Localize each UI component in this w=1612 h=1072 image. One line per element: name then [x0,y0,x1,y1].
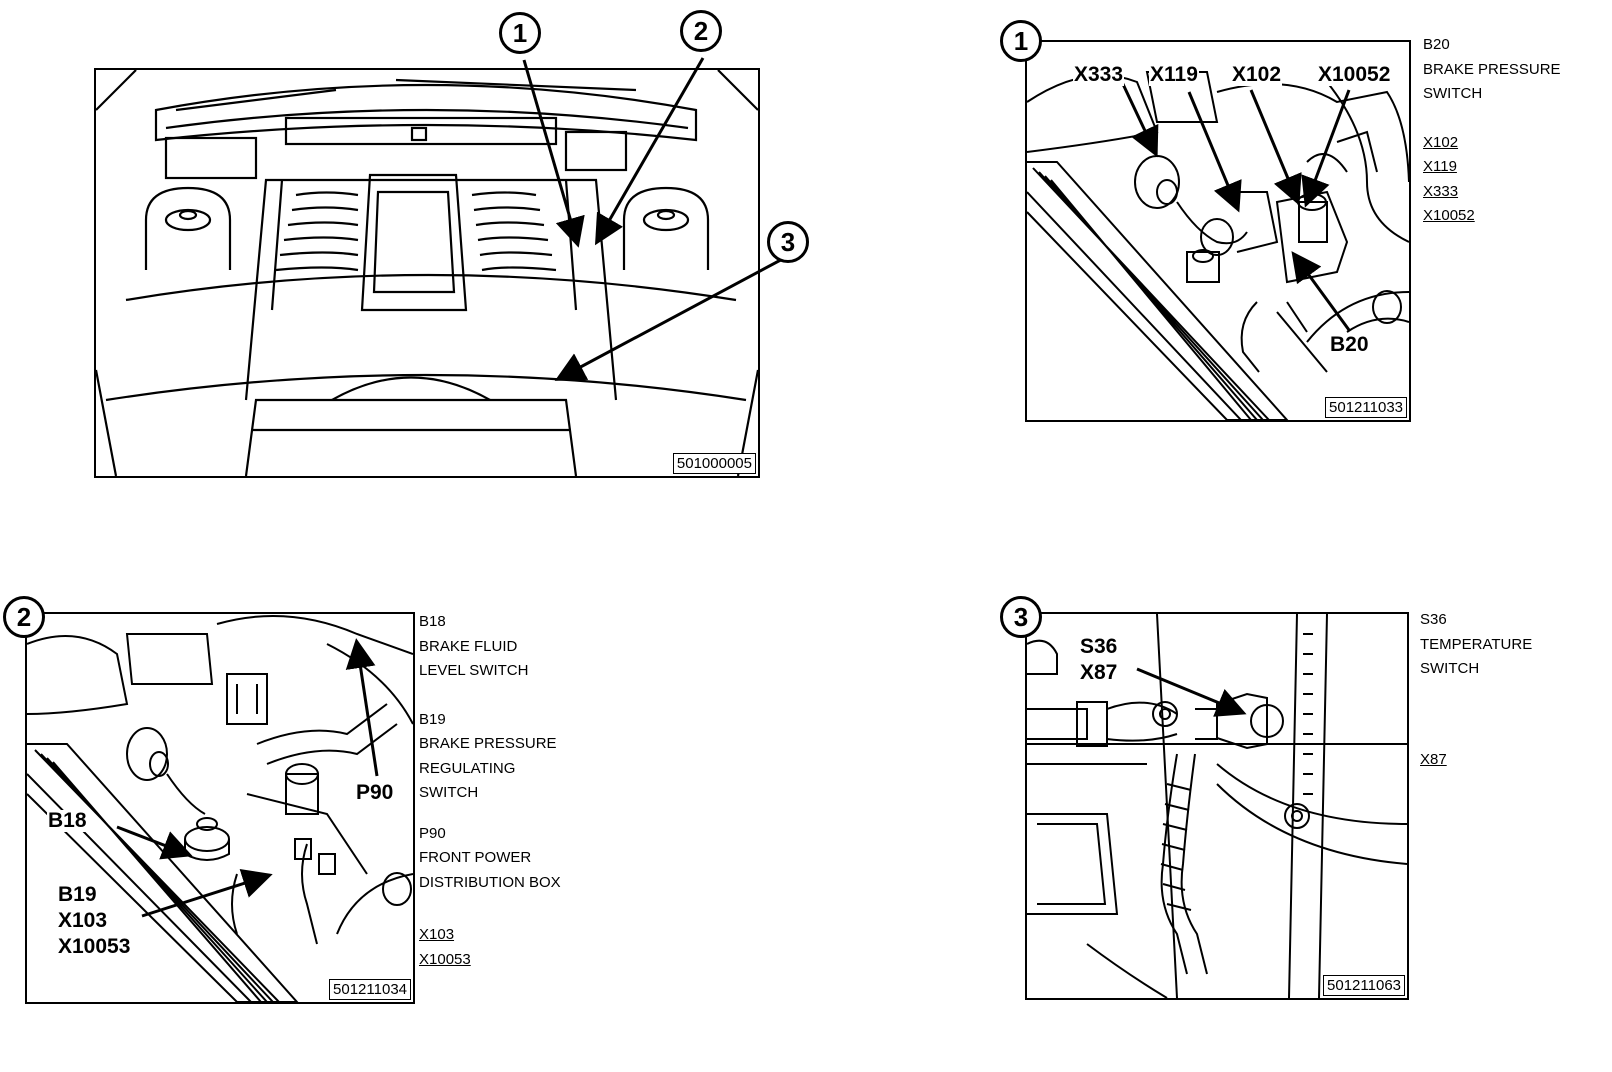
callout-1: 1 [499,12,541,54]
label-x119: X119 [1149,63,1199,86]
label-x103: X103 [57,909,109,932]
detail-3-legend: S36 TEMPERATURE SWITCH X87 [1420,608,1532,772]
detail-2-callout: 2 [3,596,45,638]
legend-b20-code: B20 [1423,36,1450,53]
legend-b18-code: B18 [419,613,446,630]
legend-connector-x10052: X10052 [1423,207,1475,224]
label-s36: S36 [1079,635,1119,658]
detail-3-arrows [1136,667,1247,717]
detail-1-callout: 1 [1000,20,1042,62]
legend-b20-name-1: BRAKE PRESSURE [1423,60,1561,78]
detail-1-drawing [1027,71,1409,420]
legend-connector-x102: X102 [1423,133,1459,151]
detail-2-illustration: B18 B19 X103 X10053 P90 501211034 [25,612,415,1004]
overview-figure-id: 501000005 [672,453,756,474]
label-x87: X87 [1079,661,1119,684]
label-x10052: X10052 [1317,63,1392,86]
detail-2-legend: B18 BRAKE FLUID LEVEL SWITCH B19 BRAKE P… [419,610,561,972]
detail-2-arrows [116,638,379,918]
legend-connector-x119: X119 [1423,158,1457,175]
detail-3-drawing [1027,614,1407,998]
callout-2: 2 [680,10,722,52]
label-p90: P90 [355,781,395,804]
detail-1-illustration: X333 X119 X102 X10052 B20 501211033 [1025,40,1411,422]
legend-b19-name-3: SWITCH [419,784,479,801]
legend-connector-x87: X87 [1420,750,1447,768]
legend-p90-name-1: FRONT POWER [419,849,532,866]
legend-b18-name-1: BRAKE FLUID [419,637,518,655]
detail-3-illustration: S36 X87 501211063 [1025,612,1409,1000]
label-b20: B20 [1329,333,1370,356]
legend-connector-x10053: X10053 [419,950,471,968]
legend-p90-code: P90 [419,824,446,842]
detail-1-legend: B20 BRAKE PRESSURE SWITCH X102 X119 X333… [1423,33,1561,229]
label-x102: X102 [1231,63,1283,86]
detail-2-figure-id: 501211034 [329,979,411,1000]
detail-1-arrows [1120,81,1351,331]
legend-s36-name-2: SWITCH [1420,660,1480,677]
label-x333: X333 [1073,63,1125,86]
legend-connector-x333: X333 [1423,182,1459,200]
legend-s36-code: S36 [1420,611,1447,628]
label-x10053: X10053 [57,935,132,958]
legend-b19-code: B19 [419,710,446,728]
legend-b19-name-1: BRAKE PRESSURE [419,735,557,752]
detail-1-figure-id: 501211033 [1325,397,1407,418]
legend-b18-name-2: LEVEL SWITCH [419,662,529,679]
detail-3-figure-id: 501211063 [1323,975,1405,996]
overview-illustration: 501000005 [94,68,760,478]
legend-b20-name-2: SWITCH [1423,85,1483,102]
label-b18: B18 [47,809,88,832]
engine-bay-drawing [96,70,758,476]
callout-3: 3 [767,221,809,263]
detail-3-callout: 3 [1000,596,1042,638]
detail-2-drawing [27,615,413,1002]
legend-s36-name: TEMPERATURE [1420,635,1533,653]
legend-b19-name-2: REGULATING [419,759,516,777]
label-b19: B19 [57,883,98,906]
legend-connector-x103: X103 [419,926,455,943]
legend-p90-name-2: DISTRIBUTION BOX [419,873,561,891]
